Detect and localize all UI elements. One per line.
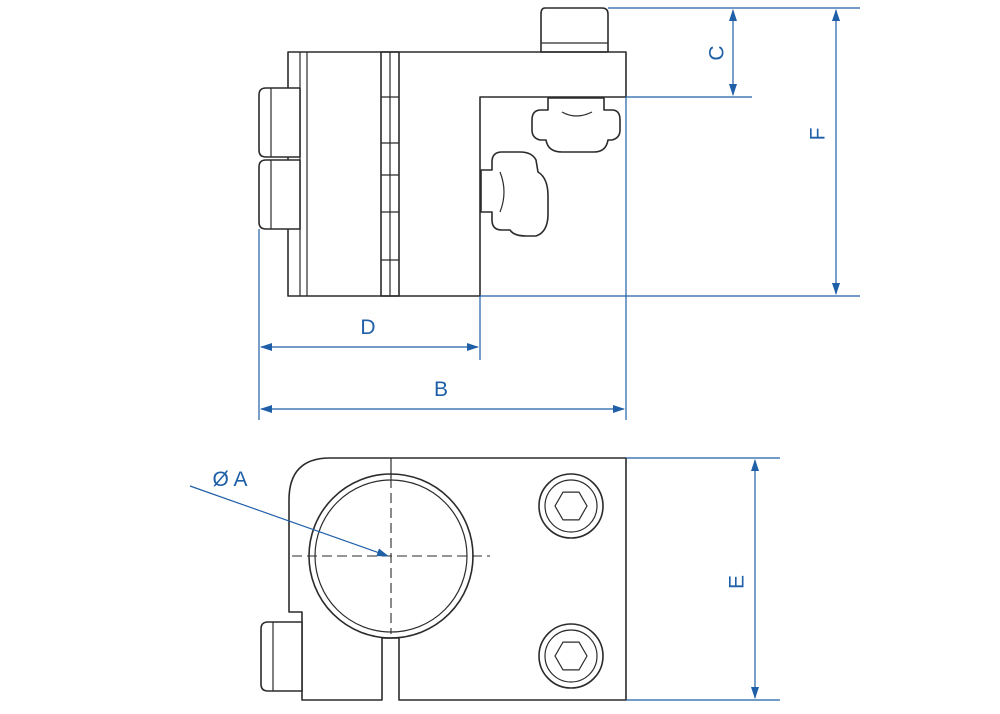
socket-screw-upper-ring [544,479,598,533]
left-bolt-head-lower [258,159,301,230]
socket-screw-lower-ring [544,629,598,683]
dimension-label-e: E [726,575,749,589]
profile-section-left [480,151,549,237]
dimension-label-b: B [434,378,448,401]
side-view [258,7,627,297]
dimension-label-a: Ø A [212,468,247,491]
top-view [260,457,627,701]
profile-section-top [531,97,621,153]
profile-top-groove [561,111,593,117]
dimension-label-d: D [360,316,375,339]
front-bolt-head [260,621,303,692]
hex-socket-icon [554,491,588,521]
socket-screw-lower [538,623,604,689]
profile-left-groove [499,171,505,213]
dimension-label-f: F [807,128,830,141]
left-bolt-head-upper [258,87,301,158]
dimension-label-c: C [706,45,729,60]
socket-screw-upper [538,473,604,539]
top-bolt-head [540,7,609,53]
hex-socket-icon [554,641,588,671]
clamp-body-outline [287,51,627,297]
dimensions: C F D B E Ø A [189,7,860,701]
dimension-leader-a [189,485,389,557]
clamp-top-outline [288,457,627,701]
